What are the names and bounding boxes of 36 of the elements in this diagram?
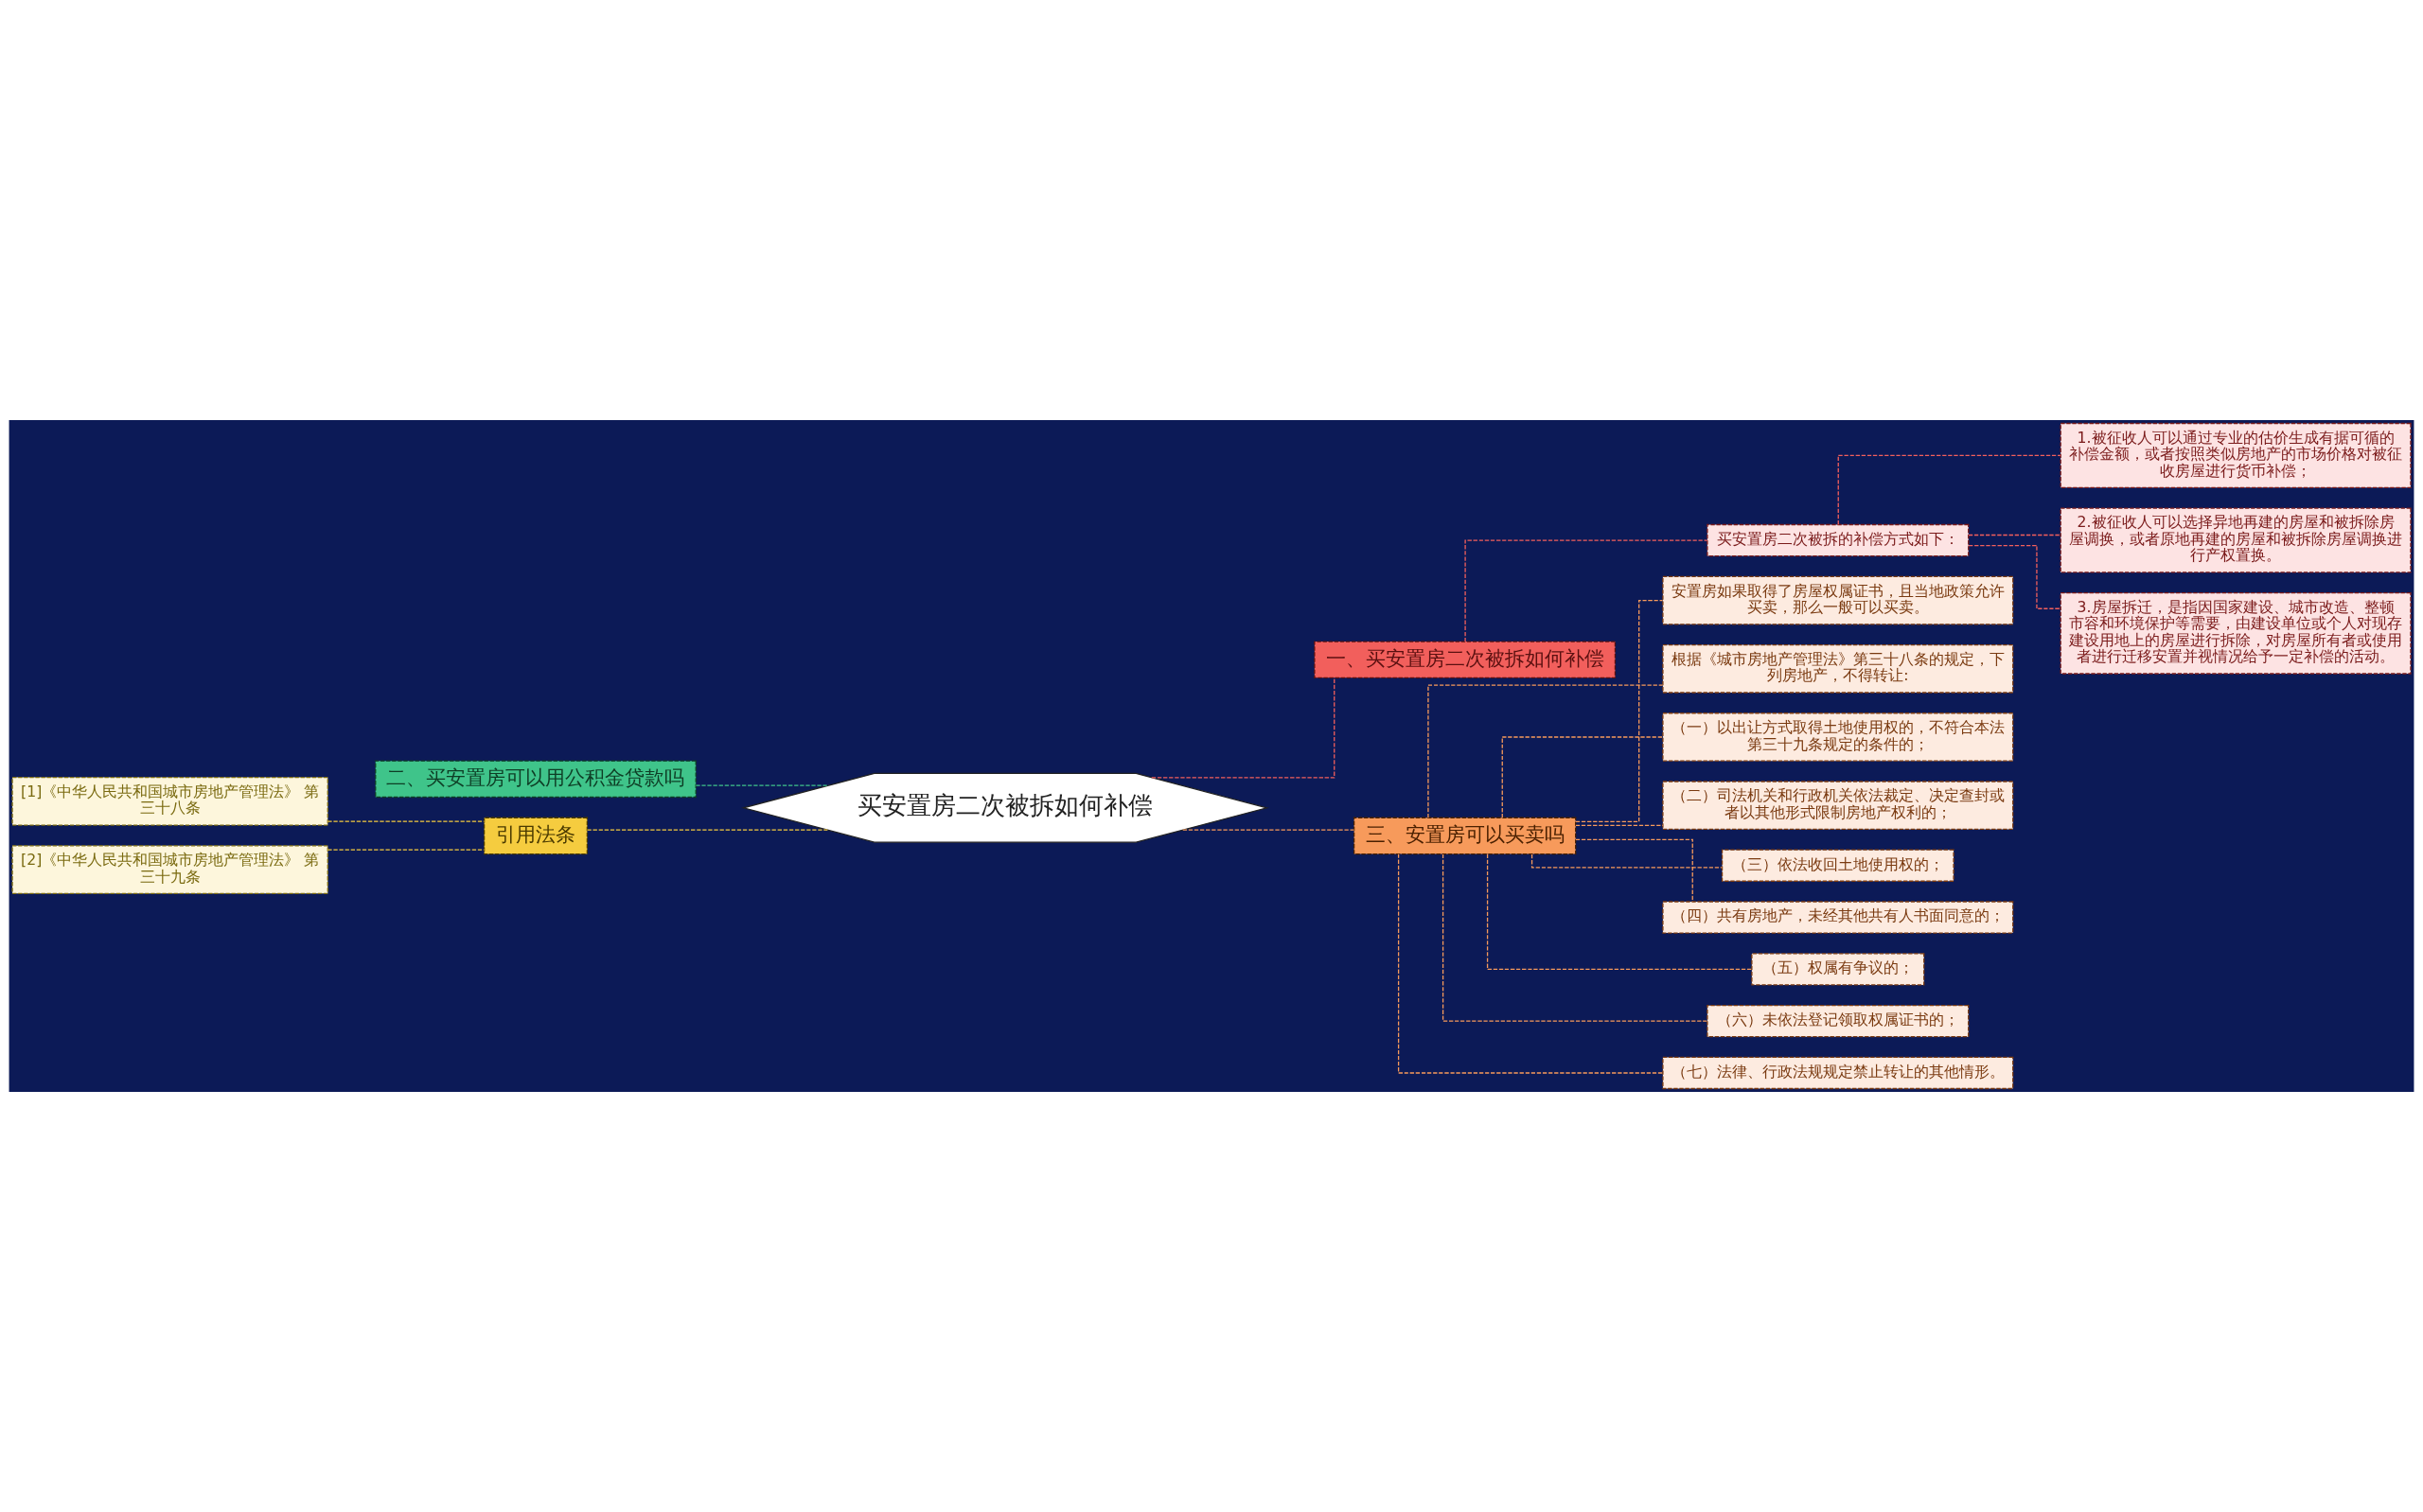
connector [1486,853,1753,970]
node-box: （二）司法机关和行政机关依法裁定、决定查封或者以其他形式限制房地产权利的； [1662,781,2014,831]
connector [1501,736,1664,818]
node-box: 3.房屋拆迁，是指因国家建设、城市改造、整顿市容和环境保护等需要，由建设单位或个人对现存建设用地上的房屋进行拆除，对房屋所有者或使用者进行迁移安置并视情况给予一定补偿的活动。 [2060,592,2412,675]
node-box: 二、买安置房可以用公积金贷款吗 [375,760,697,799]
node-box: 三、安置房可以买卖吗 [1353,817,1577,855]
node-box: 买安置房二次被拆的补偿方式如下： [1707,523,1970,557]
node-box: 一、买安置房二次被拆如何补偿 [1314,641,1617,678]
node-box: 1.被征收人可以通过专业的估价生成有据可循的补偿金额，或者按照类似房地产的市场价格对被征收房屋进行货币补偿； [2060,422,2412,488]
node-box: 根据《城市房地产管理法》第三十八条的规定，下列房地产，不得转让: [1662,643,2014,694]
connector [1427,684,1664,818]
connector [1464,539,1708,642]
connector [586,829,828,831]
connector [1182,829,1355,831]
node-box: （六）未依法登记领取权属证书的； [1707,1005,1970,1038]
node-box: [1]《中华人民共和国城市房地产管理法》 第三十八条 [11,776,328,826]
node-box: 安置房如果取得了房屋权属证书，且当地政策允许买卖，那么一般可以买卖。 [1662,575,2014,625]
connector [1968,534,2061,536]
connector [1530,853,1724,869]
connector [327,820,486,822]
node-box: （五）权属有争议的； [1751,953,1925,986]
connector [1441,853,1708,1022]
connector [327,849,486,851]
connector [1837,454,2061,525]
node-box: （七）法律、行政法规规定禁止转让的其他情形。 [1662,1056,2014,1090]
node-box: 2.被征收人可以选择异地再建的房屋和被拆除房屋调换，或者原地再建的房屋和被拆除房屋调换进行产权置换。 [2060,507,2412,573]
node-box: （四）共有房地产，未经其他共有人书面同意的； [1662,901,2014,934]
node-box: （一）以出让方式取得土地使用权的，不符合本法第三十九条规定的条件的； [1662,712,2014,762]
node-box: [2]《中华人民共和国城市房地产管理法》 第三十九条 [11,845,328,894]
connector [695,784,830,786]
connector [1575,824,1664,827]
node-box: 引用法条 [483,817,589,855]
connector [1397,853,1664,1074]
connector [1151,677,1335,779]
node-box: （三）依法收回土地使用权的； [1721,849,1954,882]
connector [1575,838,1693,903]
